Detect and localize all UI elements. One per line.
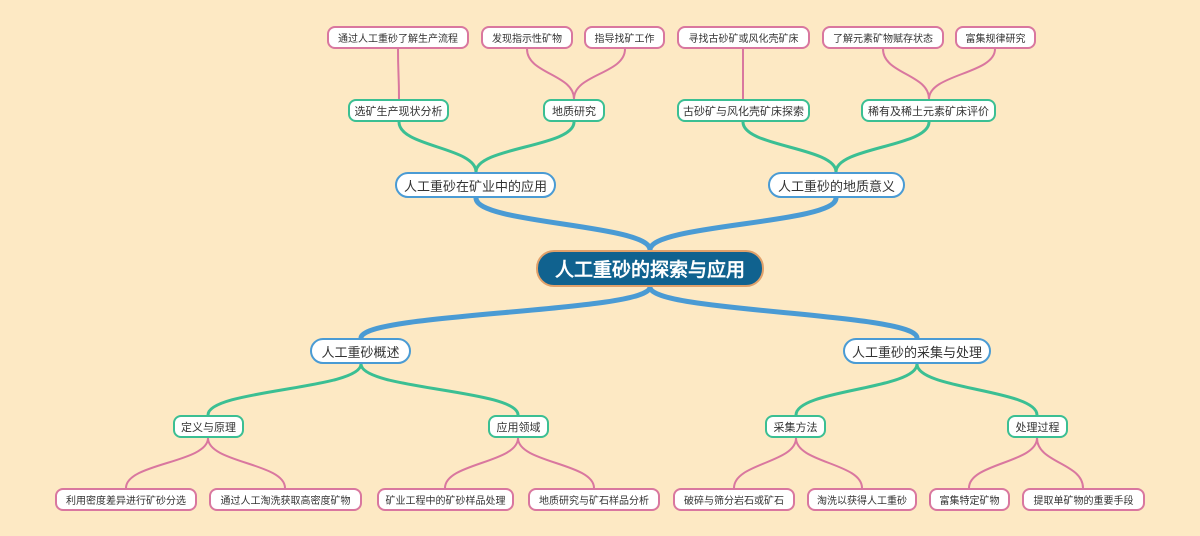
topic-overview[interactable]: 人工重砂概述 — [310, 338, 411, 364]
edge-geology-guide — [573, 48, 626, 100]
edge-overview-fields — [359, 362, 520, 417]
edge-rare-occurrence — [882, 48, 930, 100]
edge-collection-crush — [733, 437, 797, 489]
subtopic-rare-earth-evaluation[interactable]: 稀有及稀土元素矿床评价 — [861, 99, 996, 122]
leaf-enrich-minerals[interactable]: 富集特定矿物 — [929, 488, 1010, 511]
subtopic-collection-method[interactable]: 采集方法 — [765, 415, 826, 438]
leaf-crush-sieve[interactable]: 破碎与筛分岩石或矿石 — [673, 488, 795, 511]
leaf-find-placer[interactable]: 寻找古砂矿或风化壳矿床 — [677, 26, 810, 49]
topic-collection-processing[interactable]: 人工重砂的采集与处理 — [843, 338, 991, 364]
edge-process-extract — [1036, 437, 1084, 489]
leaf-element-occurrence[interactable]: 了解元素矿物赋存状态 — [822, 26, 944, 49]
subtopic-placer-exploration[interactable]: 古砂矿与风化壳矿床探索 — [677, 99, 810, 122]
edge-mining-geology — [474, 120, 576, 174]
subtopic-fields[interactable]: 应用领域 — [488, 415, 549, 438]
leaf-sample-processing[interactable]: 矿业工程中的矿砂样品处理 — [377, 488, 514, 511]
edge-overview-definition — [206, 362, 363, 417]
edge-root-processing — [647, 284, 920, 341]
edge-geology-indicator — [526, 48, 575, 100]
edge-process-enrich — [968, 437, 1038, 489]
leaf-production-flow[interactable]: 通过人工重砂了解生产流程 — [327, 26, 469, 49]
edge-root-overview — [358, 284, 653, 341]
subtopic-dressing-analysis[interactable]: 选矿生产现状分析 — [348, 99, 449, 122]
leaf-guide-prospecting[interactable]: 指导找矿工作 — [584, 26, 665, 49]
edge-processing-process — [915, 362, 1039, 417]
leaf-enrichment-pattern[interactable]: 富集规律研究 — [955, 26, 1036, 49]
edge-root-mining — [473, 195, 653, 253]
edge-significance-rare — [834, 120, 931, 174]
edge-root-significance — [647, 195, 839, 253]
edge-definition-density — [125, 437, 209, 489]
edge-significance-placer — [741, 120, 838, 174]
leaf-indicator-minerals[interactable]: 发现指示性矿物 — [481, 26, 573, 49]
leaf-panning-obtain[interactable]: 淘洗以获得人工重砂 — [807, 488, 917, 511]
leaf-manual-panning[interactable]: 通过人工淘洗获取高密度矿物 — [209, 488, 362, 511]
edge-definition-panning — [207, 437, 286, 489]
topic-geological-significance[interactable]: 人工重砂的地质意义 — [768, 172, 905, 198]
leaf-extract-single[interactable]: 提取单矿物的重要手段 — [1022, 488, 1145, 511]
edge-fields-ore — [517, 437, 595, 489]
edge-dressing-flow — [397, 48, 400, 100]
root-topic[interactable]: 人工重砂的探索与应用 — [536, 250, 764, 287]
edge-processing-collection — [794, 362, 919, 417]
leaf-ore-analysis[interactable]: 地质研究与矿石样品分析 — [528, 488, 660, 511]
subtopic-definition[interactable]: 定义与原理 — [173, 415, 244, 438]
subtopic-process[interactable]: 处理过程 — [1007, 415, 1068, 438]
edge-fields-sample — [444, 437, 519, 489]
edge-collection-panning — [795, 437, 863, 489]
subtopic-geology-research[interactable]: 地质研究 — [543, 99, 605, 122]
leaf-density-separation[interactable]: 利用密度差异进行矿砂分选 — [55, 488, 197, 511]
topic-mining-application[interactable]: 人工重砂在矿业中的应用 — [395, 172, 556, 198]
edge-rare-pattern — [928, 48, 996, 100]
edge-mining-dressing — [397, 120, 478, 174]
